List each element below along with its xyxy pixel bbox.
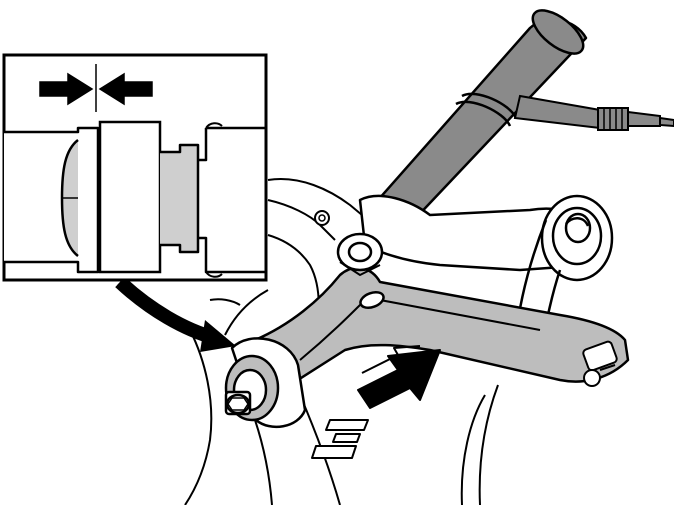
arm-lightening-hole [359, 290, 385, 310]
inward-arrows-icon [39, 64, 153, 112]
body-mount-hole-inner [318, 214, 326, 222]
cylinder-ring-2 [455, 100, 512, 127]
curved-pointer-arrow-icon [115, 276, 236, 352]
cylinder-ring [461, 92, 518, 119]
inset-bushing-sleeve [98, 120, 162, 274]
hydraulic-hose [513, 94, 674, 131]
cylinder-cap [531, 9, 585, 55]
inset-right-housing [160, 122, 266, 278]
push-direction-arrow-icon [311, 345, 441, 459]
front-bushing-assembly [224, 337, 307, 428]
coil-bushing [540, 194, 614, 282]
arm-pivot-bushing [336, 232, 384, 277]
rear-mount-bolt [582, 340, 618, 387]
inset-left-flange [4, 126, 100, 274]
body-mount-hole [314, 210, 330, 226]
lower-control-arm [253, 266, 630, 387]
press-tool-cylinder [376, 9, 588, 226]
detail-inset [2, 53, 268, 282]
